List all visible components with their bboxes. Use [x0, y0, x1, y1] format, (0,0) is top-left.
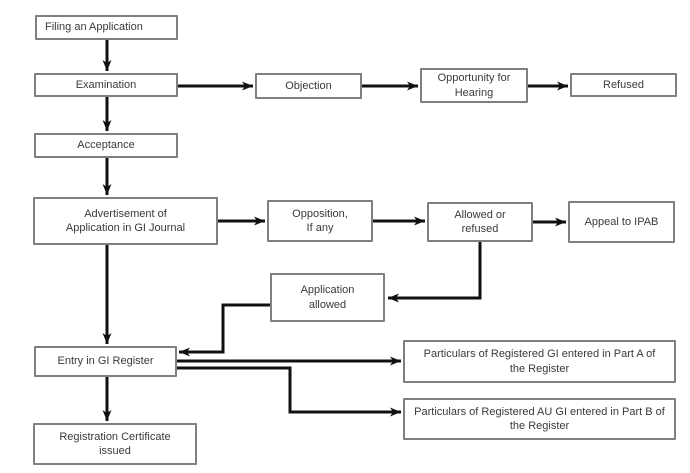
- node-refused: Refused: [570, 73, 677, 97]
- node-advertisement-gi-journal: Advertisement of Application in GI Journ…: [33, 197, 218, 245]
- node-examination: Examination: [34, 73, 178, 97]
- node-particulars-part-b: Particulars of Registered AU GI entered …: [403, 398, 676, 440]
- node-acceptance: Acceptance: [34, 133, 178, 158]
- node-opportunity-for-hearing: Opportunity for Hearing: [420, 68, 528, 103]
- node-opposition-if-any: Opposition, If any: [267, 200, 373, 242]
- node-entry-in-gi-register: Entry in GI Register: [34, 346, 177, 377]
- node-allowed-or-refused: Allowed or refused: [427, 202, 533, 242]
- node-objection: Objection: [255, 73, 362, 99]
- node-application-allowed: Application allowed: [270, 273, 385, 322]
- node-particulars-part-a: Particulars of Registered GI entered in …: [403, 340, 676, 383]
- node-appeal-to-ipab: Appeal to IPAB: [568, 201, 675, 243]
- node-registration-certificate-issued: Registration Certificate issued: [33, 423, 197, 465]
- node-filing-an-application: Filing an Application: [35, 15, 178, 40]
